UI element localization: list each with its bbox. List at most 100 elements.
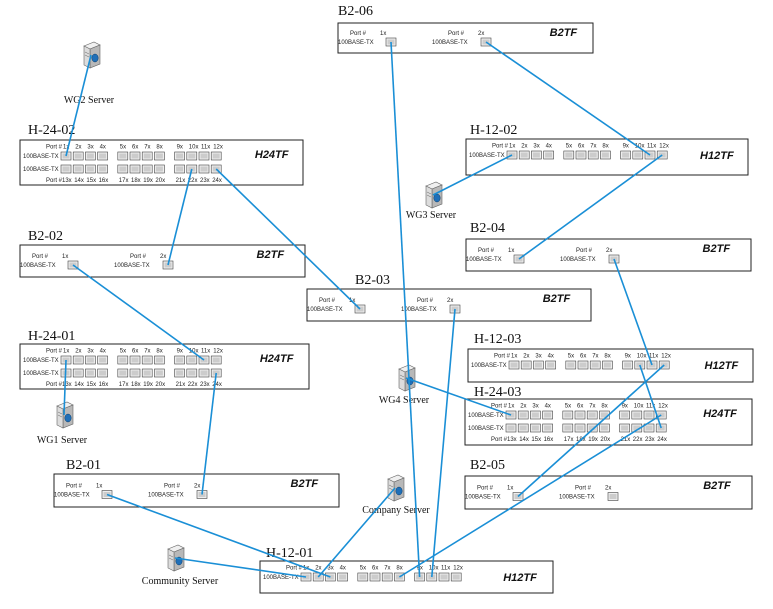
port-header: Port # bbox=[350, 31, 367, 37]
link-b201-h1201 bbox=[106, 493, 331, 578]
port-number: 10x bbox=[637, 354, 647, 360]
port-number: 21x bbox=[176, 178, 186, 184]
port-number: 2x bbox=[194, 484, 200, 490]
p3x-port bbox=[85, 355, 96, 365]
server-company: Company Server bbox=[362, 474, 430, 516]
p17x-port bbox=[117, 368, 129, 378]
port-number: 8x bbox=[156, 349, 162, 355]
p9x-port bbox=[622, 360, 633, 370]
p23x-port bbox=[198, 368, 210, 378]
p19x-port bbox=[586, 423, 598, 433]
port-number: 3x bbox=[327, 566, 333, 572]
p4x-port bbox=[337, 572, 348, 582]
switch-frame bbox=[465, 238, 752, 272]
p22x-port bbox=[186, 368, 198, 378]
p8x-port bbox=[602, 360, 613, 370]
server-label: WG3 Server bbox=[406, 210, 457, 221]
switch-name: B2-05 bbox=[470, 458, 505, 473]
server-icon bbox=[83, 41, 101, 69]
port-number: 23x bbox=[200, 178, 210, 184]
port-number: 18x bbox=[131, 178, 141, 184]
link-b202-h2401 bbox=[72, 264, 205, 361]
p14x-port bbox=[72, 368, 84, 378]
port-number: 15x bbox=[531, 437, 541, 443]
port-number: 22x bbox=[188, 178, 198, 184]
p15x-port bbox=[530, 423, 541, 433]
port-number: 1x bbox=[509, 144, 515, 150]
port-number: 7x bbox=[384, 566, 390, 572]
port-number: 5x bbox=[120, 349, 126, 355]
port-number: 14x bbox=[74, 382, 84, 388]
server-icon bbox=[398, 364, 416, 392]
p11x-port bbox=[438, 572, 450, 582]
server-label: Company Server bbox=[362, 505, 430, 516]
p9x-port bbox=[620, 150, 631, 160]
p3x-port bbox=[533, 360, 544, 370]
port-number: 16x bbox=[99, 178, 109, 184]
p17x-port bbox=[117, 164, 129, 174]
p8x-port bbox=[154, 355, 165, 365]
port-number: 2x bbox=[606, 248, 612, 254]
p21x-port bbox=[174, 368, 185, 378]
port-number: 19x bbox=[588, 437, 598, 443]
port-number: 2x bbox=[160, 254, 166, 260]
port-number: 17x bbox=[564, 437, 574, 443]
p19x-port bbox=[141, 368, 153, 378]
p16x-port bbox=[97, 164, 108, 174]
port-number: 11x bbox=[646, 404, 655, 410]
p15x-port bbox=[85, 368, 96, 378]
switch-name: H-12-02 bbox=[470, 123, 517, 138]
p4x-port bbox=[97, 355, 108, 365]
link-b203-h1201 bbox=[431, 308, 456, 578]
port-number: 23x bbox=[645, 437, 655, 443]
p4x-port bbox=[97, 151, 108, 161]
media-label: 100BASE-TX bbox=[263, 575, 299, 581]
port-header: Port # bbox=[46, 178, 63, 184]
port-number: 18x bbox=[131, 382, 141, 388]
p12x-port bbox=[210, 355, 222, 365]
port-number: 6x bbox=[577, 404, 583, 410]
media-label: 100BASE-TX bbox=[466, 257, 502, 263]
port-number: 17x bbox=[119, 382, 129, 388]
port-number: 9x bbox=[177, 349, 183, 355]
p10x-port bbox=[632, 150, 644, 160]
port-number: 22x bbox=[188, 382, 198, 388]
switch-name: B2-04 bbox=[470, 221, 505, 236]
port-number: 11x bbox=[201, 145, 210, 151]
link-community-h1201 bbox=[174, 557, 307, 578]
switch-model: B2TF bbox=[543, 293, 571, 305]
port-number: 14x bbox=[519, 437, 529, 443]
p2x-port bbox=[607, 492, 619, 501]
p5x-port bbox=[117, 151, 129, 161]
port-number: 8x bbox=[601, 404, 607, 410]
p10x-port bbox=[186, 151, 198, 161]
port-number: 1x bbox=[380, 31, 386, 37]
port-number: 12x bbox=[659, 144, 669, 150]
switch-model: B2TF bbox=[550, 27, 578, 39]
port-number: 19x bbox=[143, 382, 153, 388]
switch-frame bbox=[19, 343, 310, 390]
server-icon bbox=[387, 474, 405, 502]
switch-name: H-24-01 bbox=[28, 329, 75, 344]
port-number: 3x bbox=[532, 404, 538, 410]
p7x-port bbox=[586, 410, 598, 420]
port-number: 20x bbox=[155, 178, 165, 184]
port-number: 22x bbox=[633, 437, 643, 443]
port-header: Port # bbox=[477, 486, 494, 492]
port-number: 4x bbox=[100, 349, 106, 355]
p9x-port bbox=[174, 355, 185, 365]
media-label: 100BASE-TX bbox=[148, 493, 184, 499]
port-number: 2x bbox=[478, 31, 484, 37]
media-label: 100BASE-TX bbox=[54, 493, 90, 499]
p9x-port bbox=[174, 151, 185, 161]
port-number: 6x bbox=[372, 566, 378, 572]
p15x-port bbox=[85, 164, 96, 174]
server-icon bbox=[425, 181, 443, 209]
port-header: Port # bbox=[417, 298, 434, 304]
port-number: 2x bbox=[521, 144, 527, 150]
